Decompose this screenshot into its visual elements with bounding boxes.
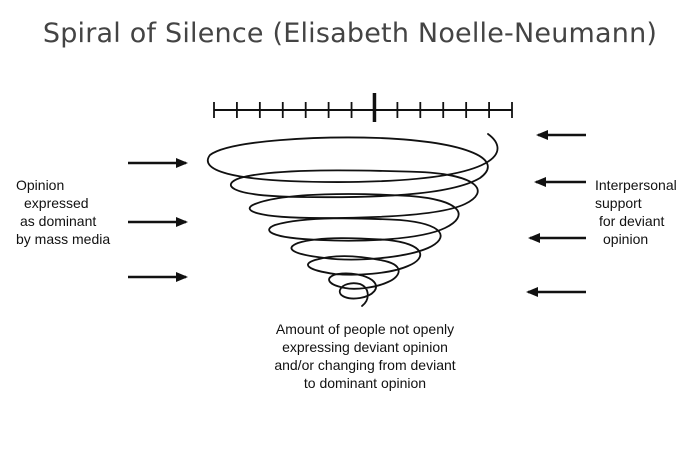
silent-people-label: Amount of people not openly expressing d… — [220, 320, 510, 392]
mass-media-label-line: as dominant — [20, 213, 97, 229]
mass-media-label-line: Opinion — [16, 177, 65, 193]
diagram-title: Spiral of Silence (Elisabeth Noelle-Neum… — [42, 18, 658, 49]
silent-people-label-line: expressing deviant opinion — [282, 339, 448, 355]
silent-people-label-line: Amount of people not openly — [275, 321, 455, 337]
mass-media-label: Opinion expressed as dominant by mass me… — [14, 176, 110, 248]
interpersonal-support-label-line: for deviant — [599, 213, 665, 229]
scale-ticks — [213, 93, 513, 122]
spiral-funnel — [206, 133, 499, 307]
opinion-scale — [213, 93, 513, 122]
interpersonal-support-label-line: Interpersonal — [595, 177, 677, 193]
interpersonal-support-label-line: support — [595, 195, 642, 211]
interpersonal-support-label: Interpersonal support for deviant opinio… — [595, 176, 677, 248]
silent-people-label-line: and/or changing from deviant — [274, 357, 456, 373]
silent-people-label-line: to dominant opinion — [303, 375, 427, 391]
mass-media-label-line: expressed — [24, 195, 89, 211]
interpersonal-support-label-line: opinion — [603, 231, 649, 247]
mass-media-label-line: by mass media — [16, 231, 111, 247]
